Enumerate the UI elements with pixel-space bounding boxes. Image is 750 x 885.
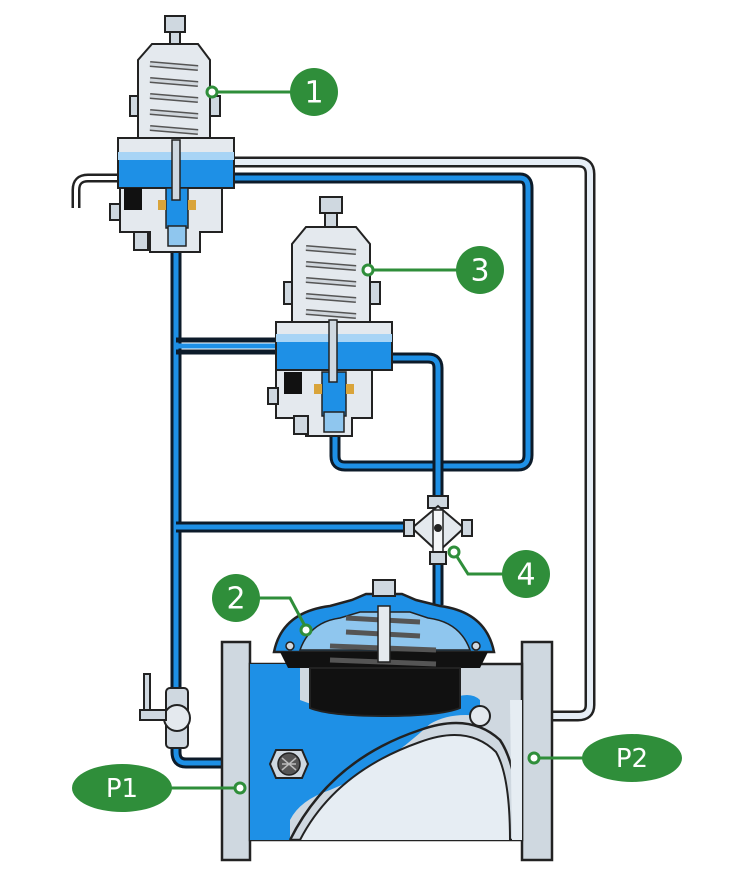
needle-valve [403, 495, 473, 565]
callout-dots [205, 85, 541, 795]
callout-badge-2: 2 [212, 574, 260, 622]
outlet-port [469, 705, 491, 727]
pressure-pilot-3 [267, 196, 393, 437]
main-valve [220, 579, 554, 862]
callout-label-2: 2 [226, 582, 245, 617]
pilot3-supply-line [176, 337, 290, 355]
ball-valve [139, 673, 191, 749]
control-tubing [71, 156, 596, 769]
callout-badge-4: 4 [502, 550, 550, 598]
port-label-p1: P1 [106, 774, 138, 804]
port-badge-p1: P1 [72, 764, 172, 812]
callout-label-1: 1 [304, 76, 323, 111]
callout-badge-3: 3 [456, 246, 504, 294]
port-badge-p2: P2 [582, 734, 682, 782]
pressure-pilot-1 [109, 15, 235, 253]
inlet-flange [220, 640, 252, 862]
pilot3-outlet-line [390, 352, 444, 500]
callout-label-4: 4 [516, 558, 535, 593]
strainer [268, 749, 310, 779]
port-label-p2: P2 [616, 744, 648, 774]
outlet-chamber [510, 700, 522, 840]
outlet-flange [520, 640, 554, 862]
valve-plug [309, 667, 461, 718]
callout-badge-1: 1 [290, 68, 338, 116]
callout-label-3: 3 [470, 254, 489, 289]
callout-leaders [170, 90, 592, 790]
